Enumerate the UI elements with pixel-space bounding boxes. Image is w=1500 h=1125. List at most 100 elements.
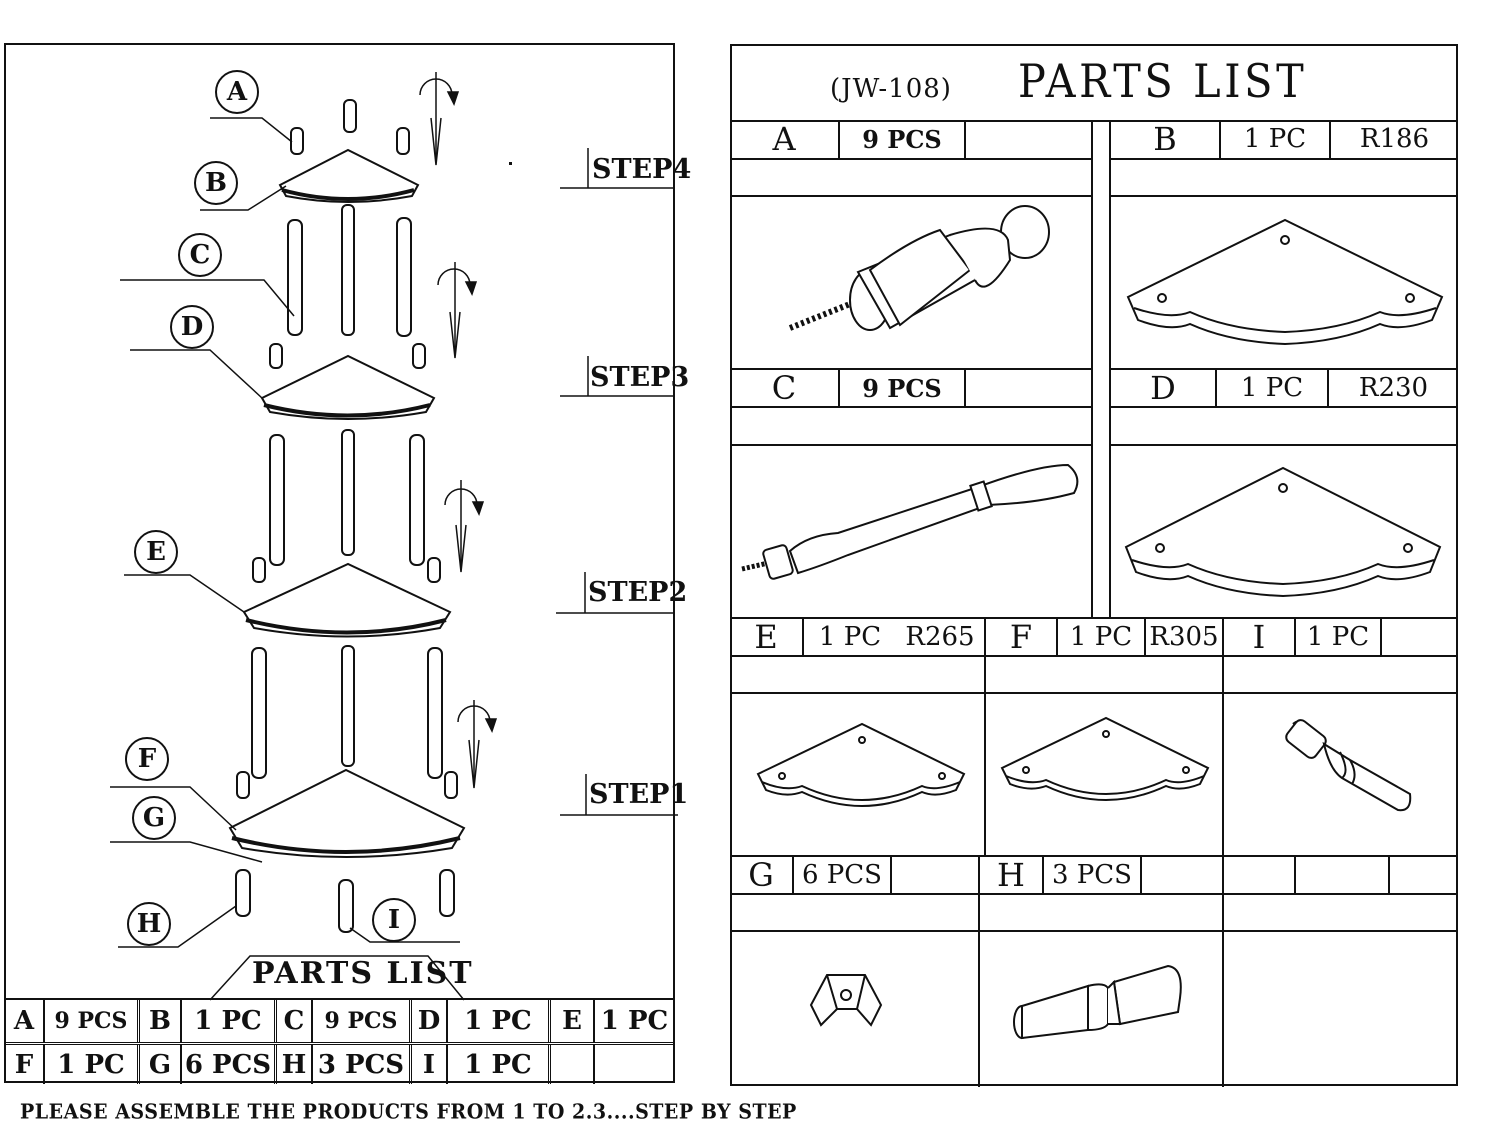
step-label: STEP4 bbox=[592, 154, 691, 185]
callout-letter: I bbox=[372, 898, 416, 942]
exploded-shelf bbox=[278, 148, 420, 203]
callout-f: F bbox=[125, 737, 169, 781]
callout-i: I bbox=[372, 898, 416, 942]
part-qty: 3 PCS bbox=[1044, 855, 1142, 895]
corner-shelf-icon bbox=[756, 722, 966, 808]
part-qty: 1 PC bbox=[1217, 370, 1329, 406]
part-letter: A bbox=[5, 1000, 45, 1042]
part-size bbox=[1382, 617, 1458, 657]
part-qty: 1 PC bbox=[1221, 120, 1331, 158]
part-size: R230 bbox=[1358, 373, 1429, 403]
part-a-header: A 9 PCS bbox=[730, 120, 1091, 160]
part-qty: 6 PCS bbox=[794, 855, 892, 895]
part-qty: 1 PC bbox=[600, 1006, 669, 1036]
callout-d: D bbox=[170, 305, 214, 349]
part-letter: E bbox=[551, 1000, 595, 1042]
part-letter: C bbox=[730, 369, 840, 407]
row-divider bbox=[730, 930, 1458, 932]
part-qty bbox=[595, 1045, 674, 1084]
knob-finial-icon bbox=[788, 205, 1050, 331]
callout-group: A B C D E F G H I bbox=[0, 0, 416, 946]
part-letter: E bbox=[730, 617, 804, 657]
step-label: STEP2 bbox=[588, 577, 687, 608]
part-letter: F bbox=[986, 617, 1058, 657]
part-qty: 1 PC bbox=[1296, 617, 1382, 657]
part-letter: F bbox=[5, 1045, 45, 1084]
part-letter: B bbox=[140, 1000, 182, 1042]
part-size: R265 bbox=[905, 622, 975, 652]
corner-shelf-icon bbox=[1124, 466, 1442, 598]
callout-e: E bbox=[134, 530, 178, 574]
callout-letter: F bbox=[125, 737, 169, 781]
exploded-shelf bbox=[228, 768, 466, 858]
part-qty: 9 PCS bbox=[840, 120, 966, 158]
rotate-arrow-icon bbox=[457, 700, 498, 789]
rotate-arrow-icon bbox=[444, 480, 485, 573]
part-size bbox=[966, 120, 1091, 158]
left-parts-title-frame bbox=[209, 955, 465, 1001]
part-qty: 9 PCS bbox=[45, 1000, 140, 1042]
callout-b: B bbox=[194, 161, 238, 205]
exploded-spindles bbox=[251, 204, 443, 779]
part-c-header: C 9 PCS bbox=[730, 368, 1091, 408]
column-divider bbox=[1091, 120, 1111, 618]
part-b-header: B 1 PC R186 bbox=[1111, 120, 1458, 160]
part-qty: 1 PC bbox=[182, 1000, 277, 1042]
step-label: STEP1 bbox=[589, 779, 688, 810]
foot-leg-icon bbox=[1013, 964, 1182, 1040]
left-parts-list-title: PARTS LIST bbox=[252, 956, 474, 991]
callout-letter: H bbox=[127, 902, 171, 946]
col-divider bbox=[1222, 617, 1224, 1087]
part-qty: 9 PCS bbox=[313, 1000, 412, 1042]
exploded-knobs bbox=[235, 99, 458, 933]
header-divider bbox=[730, 120, 1458, 122]
exploded-shelf bbox=[260, 354, 436, 420]
row-3-header bbox=[730, 617, 1458, 657]
callout-g: G bbox=[132, 796, 176, 840]
part-d-header: D 1 PC R230 bbox=[1111, 368, 1458, 408]
callout-leaders bbox=[110, 117, 460, 948]
part-letter: B bbox=[1111, 120, 1221, 158]
part-letter: D bbox=[412, 1000, 448, 1042]
corner-shelf-icon bbox=[1126, 218, 1444, 346]
step-label: STEP3 bbox=[590, 362, 689, 393]
part-letter: H bbox=[980, 855, 1044, 895]
part-qty: 1 PC bbox=[1058, 617, 1146, 657]
callout-letter: D bbox=[170, 305, 214, 349]
part-i-header: I 1 PC bbox=[1224, 617, 1458, 657]
right-frame bbox=[730, 44, 1458, 1086]
part-qty: 6 PCS bbox=[182, 1045, 277, 1084]
left-frame bbox=[4, 43, 675, 1083]
part-letter bbox=[551, 1045, 595, 1084]
table-row: F 1 PC G 6 PCS H 3 PCS I 1 PC bbox=[5, 1045, 674, 1084]
step-labels: STEP4 STEP3 STEP2 STEP1 bbox=[556, 148, 691, 816]
part-letter: G bbox=[730, 855, 794, 895]
part-letter: A bbox=[730, 120, 840, 158]
callout-letter: B bbox=[194, 161, 238, 205]
callout-c: C bbox=[178, 233, 222, 277]
col-divider bbox=[984, 617, 986, 855]
part-letter: D bbox=[1111, 369, 1217, 407]
part-size: R186 bbox=[1359, 124, 1430, 154]
part-size bbox=[966, 370, 1091, 406]
callout-letter: G bbox=[132, 796, 176, 840]
callout-letter: C bbox=[178, 233, 222, 277]
cell-divider bbox=[1294, 855, 1296, 895]
row-divider bbox=[1111, 195, 1458, 197]
row-4-header bbox=[730, 855, 1458, 895]
part-letter: H bbox=[277, 1045, 313, 1084]
row-divider bbox=[730, 195, 1091, 197]
part-letter: I bbox=[1224, 617, 1296, 657]
part-size bbox=[892, 855, 978, 895]
part-letter: G bbox=[140, 1045, 182, 1084]
part-size bbox=[1142, 855, 1222, 895]
part-qty: 9 PCS bbox=[840, 370, 966, 406]
bracket-clip-icon bbox=[809, 974, 883, 1027]
corner-shelf-icon bbox=[1000, 716, 1210, 802]
part-size: R305 bbox=[1149, 622, 1219, 652]
left-parts-table: A 9 PCS B 1 PC C 9 PCS D 1 PC E 1 PC F 1… bbox=[5, 998, 674, 1084]
col-divider bbox=[978, 855, 980, 1087]
spindle-post-icon bbox=[741, 463, 1079, 580]
part-e-header: E 1 PC R265 bbox=[730, 617, 984, 657]
